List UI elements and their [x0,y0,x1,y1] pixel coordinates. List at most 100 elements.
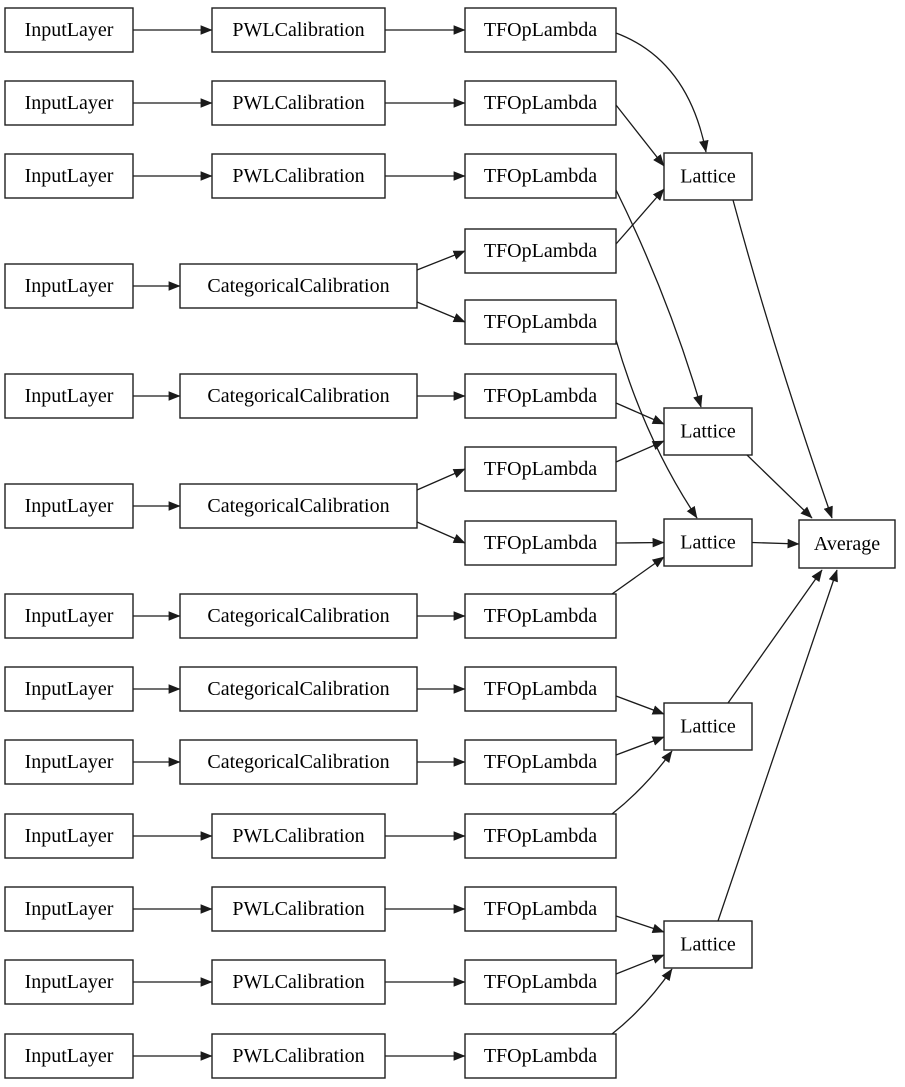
node-label: CategoricalCalibration [207,275,389,297]
node-input-in13: InputLayer [4,1033,134,1079]
node-box [464,153,617,199]
node-box [464,959,617,1005]
node-box [4,886,134,932]
node-box [663,407,753,456]
node-tfop-tf1: TFOpLambda [464,7,617,53]
node-pwl-pwl3: PWLCalibration [211,153,386,199]
node-input-in6: InputLayer [4,483,134,529]
node-box [464,299,617,345]
node-input-in3: InputLayer [4,153,134,199]
edge-lat3-avg [751,538,800,549]
node-tfop-tf3: TFOpLambda [464,153,617,199]
node-box [663,920,753,969]
edges-layer [133,25,838,1061]
node-label: Lattice [680,934,736,956]
node-box [4,959,134,1005]
node-box [464,228,617,274]
node-label: Lattice [680,166,736,188]
node-label: TFOpLambda [484,165,597,187]
node-box [464,739,617,785]
node-tfop-tf2: TFOpLambda [464,80,617,126]
node-box [464,520,617,566]
node-label: TFOpLambda [484,240,597,262]
node-box [4,263,134,309]
node-average-avg: Average [798,519,896,569]
node-box [179,739,418,785]
node-tfop-tf4: TFOpLambda [464,228,617,274]
node-label: Lattice [680,532,736,554]
node-input-in1: InputLayer [4,7,134,53]
node-label: InputLayer [25,275,114,297]
node-box [464,1033,617,1079]
node-label: CategoricalCalibration [207,751,389,773]
node-box [464,813,617,859]
edge-tf7-lat2 [615,440,665,463]
node-tfop-tf15: TFOpLambda [464,1033,617,1079]
node-box [179,593,418,639]
node-label: InputLayer [25,165,114,187]
node-box [211,1033,386,1079]
node-label: PWLCalibration [232,898,364,920]
node-box [464,593,617,639]
node-label: TFOpLambda [484,19,597,41]
node-label: TFOpLambda [484,1045,597,1067]
node-label: CategoricalCalibration [207,385,389,407]
node-label: TFOpLambda [484,605,597,627]
node-box [4,813,134,859]
edge-cc6-tf8 [416,521,466,544]
node-cat-cc7: CategoricalCalibration [179,593,418,639]
edge-lat5-avg [717,569,838,922]
node-box [211,959,386,1005]
node-pwl-pwl13: PWLCalibration [211,1033,386,1079]
node-label: TFOpLambda [484,825,597,847]
node-label: CategoricalCalibration [207,678,389,700]
node-label: TFOpLambda [484,751,597,773]
node-label: PWLCalibration [232,92,364,114]
node-box [798,519,896,569]
node-lattice-lat3: Lattice [663,518,753,567]
node-box [464,886,617,932]
node-label: TFOpLambda [484,532,597,554]
node-label: CategoricalCalibration [207,605,389,627]
node-box [4,80,134,126]
node-input-in2: InputLayer [4,80,134,126]
node-pwl-pwl2: PWLCalibration [211,80,386,126]
node-box [211,80,386,126]
node-label: InputLayer [25,385,114,407]
node-label: TFOpLambda [484,311,597,333]
node-label: TFOpLambda [484,971,597,993]
edge-cc6-tf7 [416,468,466,491]
node-box [179,483,418,529]
edge-tf12-lat4 [611,750,673,815]
edge-tf10-lat4 [615,695,665,715]
node-box [464,666,617,712]
node-box [4,7,134,53]
node-label: Lattice [680,716,736,738]
node-box [4,666,134,712]
node-cat-cc4: CategoricalCalibration [179,263,418,309]
edge-tf11-lat4 [615,736,665,756]
node-box [663,702,753,751]
edge-lat1-avg [732,199,833,519]
node-pwl-pwl12: PWLCalibration [211,959,386,1005]
node-box [464,7,617,53]
node-label: InputLayer [25,92,114,114]
edge-lat4-avg [727,569,823,704]
node-input-in11: InputLayer [4,886,134,932]
node-cat-cc5: CategoricalCalibration [179,373,418,419]
node-label: InputLayer [25,605,114,627]
node-box [663,152,753,201]
node-input-in5: InputLayer [4,373,134,419]
node-label: InputLayer [25,751,114,773]
node-cat-cc6: CategoricalCalibration [179,483,418,529]
node-input-in10: InputLayer [4,813,134,859]
node-label: PWLCalibration [232,1045,364,1067]
node-tfop-tf12: TFOpLambda [464,813,617,859]
node-lattice-lat2: Lattice [663,407,753,456]
node-box [4,593,134,639]
node-label: TFOpLambda [484,898,597,920]
edge-tf15-lat5 [611,968,673,1035]
node-box [663,518,753,567]
